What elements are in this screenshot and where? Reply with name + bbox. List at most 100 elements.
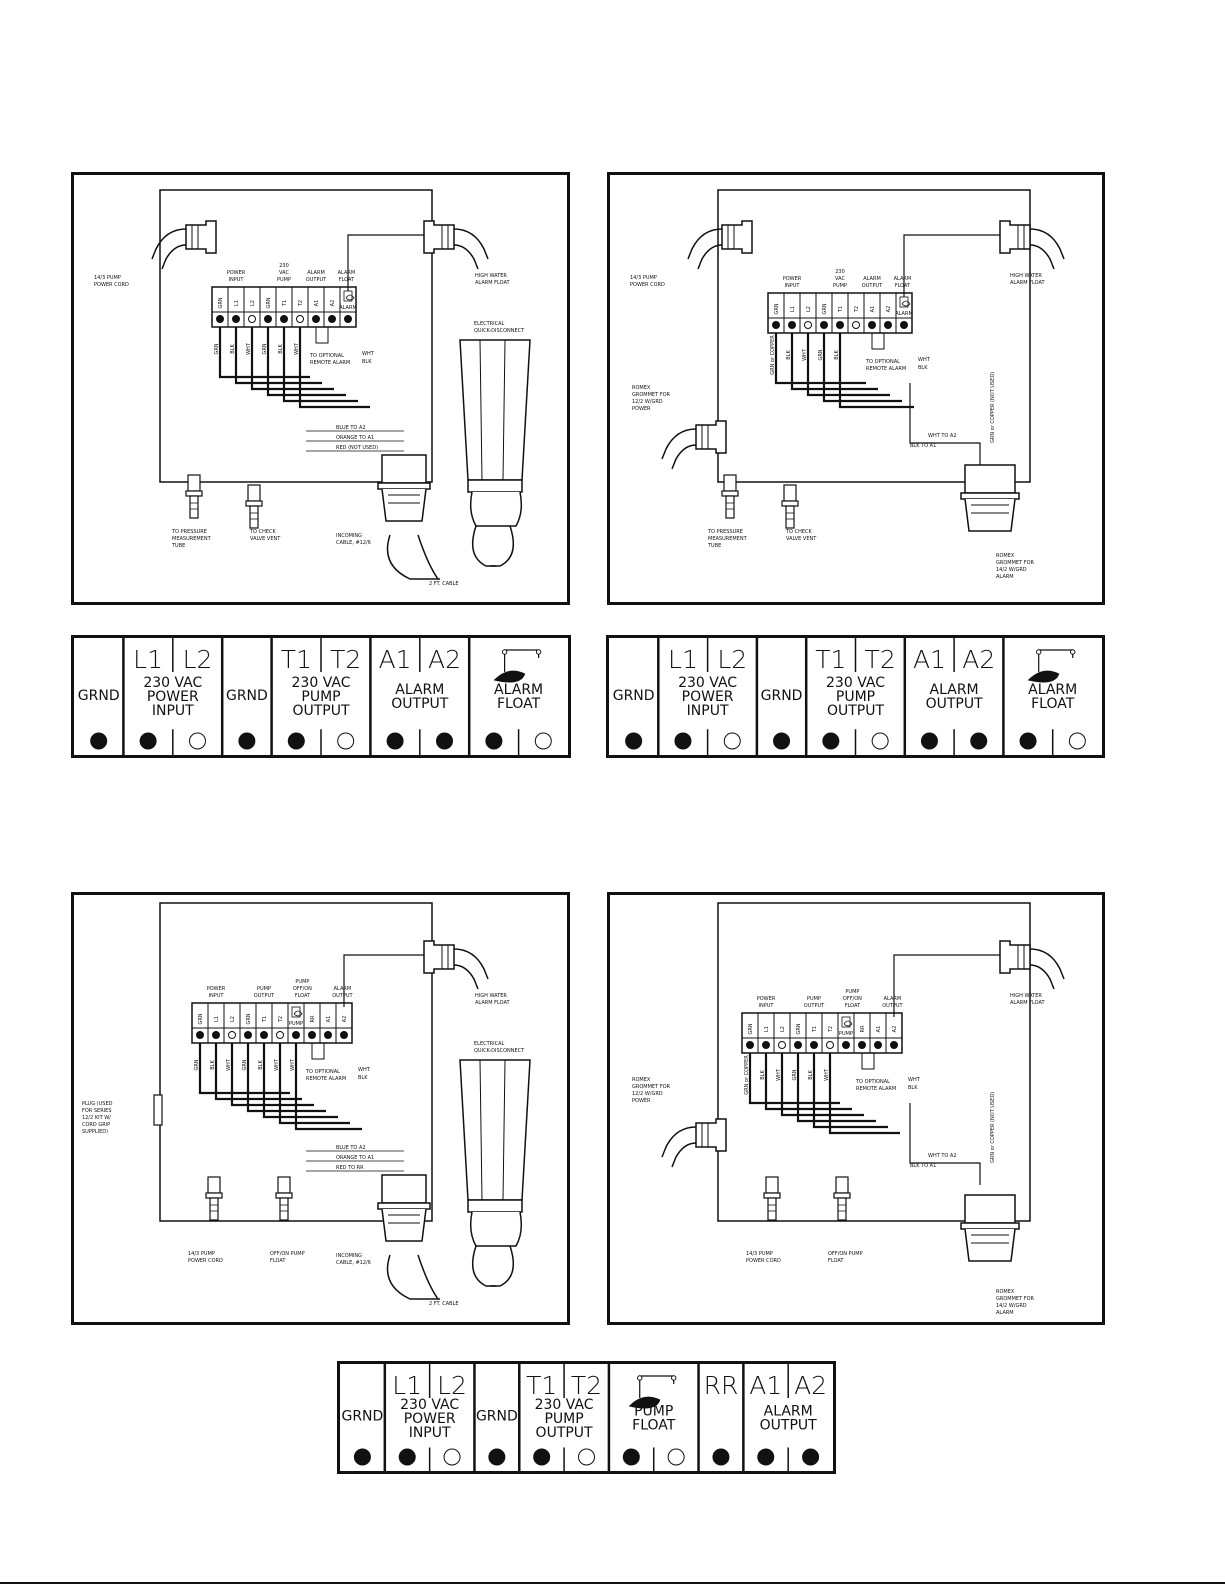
alarm-wire: [909, 1103, 981, 1185]
romex-power-callout: POWER: [632, 406, 651, 412]
wire: [294, 1043, 362, 1131]
terminal-screw-open: [189, 732, 206, 750]
wire-color-label: BLK: [230, 344, 236, 354]
wire-color-label: GRN or COPPER: [744, 1055, 750, 1095]
romex-alarm-callout: GROMMET FOR: [996, 1296, 1035, 1302]
strip-terminal-id-t1: T1: [281, 645, 312, 674]
wire: [230, 1043, 314, 1107]
float-switch-icon: [1036, 649, 1042, 655]
pressure-tube-callout: MEASUREMENT: [172, 536, 212, 542]
incoming-cable-grip: [381, 454, 427, 484]
pump-cord-callout: POWER CORD: [746, 1258, 781, 1264]
terminal-screw-filled: [139, 732, 157, 750]
quick-disconnect: [479, 1059, 483, 1201]
terminal-screw: [820, 321, 828, 329]
terminal-screw: [788, 321, 796, 329]
quick-disconnect: [479, 339, 483, 481]
terminal-screw: [244, 1031, 252, 1039]
romex-alarm-grommet: [964, 464, 1016, 494]
romex-power-grommet: [671, 444, 697, 470]
terminal-group-header: INPUT: [229, 277, 245, 283]
wire: [790, 333, 878, 391]
incoming-cable-grip: [381, 488, 427, 522]
quick-disconnect-callout: QUICK-DISCONNECT: [474, 328, 525, 334]
wire-color-label: BLK: [760, 1070, 766, 1080]
incoming-cable-callout: INCOMING: [336, 533, 362, 539]
terminal-screw: [260, 1031, 268, 1039]
enclosure-outline: [717, 902, 1031, 1222]
terminal-screw-open: [337, 732, 355, 750]
wire: [278, 1043, 350, 1125]
float-switch-icon: [1038, 649, 1074, 672]
terminal-screw: [248, 315, 256, 323]
romex-power-callout: ROMEX: [632, 1077, 651, 1083]
strip-section-label: PUMP: [836, 689, 875, 705]
strip-terminal-id-a1: A1: [913, 645, 946, 674]
quick-disconnect: [490, 525, 515, 567]
incoming-cable-grip: [381, 1174, 427, 1204]
incoming-cable-callout: CABLE, #12/6: [336, 1260, 371, 1266]
page-bottom-rule: [0, 1582, 1225, 1584]
terminal-group-header: ALARM: [884, 996, 902, 1002]
wire: [764, 1053, 852, 1111]
terminal-screw: [794, 1041, 802, 1049]
incoming-cable: [417, 1254, 439, 1300]
terminal-label-t2: T2: [854, 306, 860, 313]
pump-float-grip: [837, 1197, 847, 1221]
terminal-group-header: FLOAT: [895, 283, 911, 289]
terminal-screw-filled: [622, 1448, 640, 1466]
strip-section-label: POWER: [682, 689, 734, 705]
wire-color-label: GRN or COPPER: [770, 335, 776, 375]
pressure-tube-callout: TUBE: [707, 543, 721, 549]
terminal-group-header: FLOAT: [339, 277, 355, 283]
wire: [812, 1053, 888, 1129]
orange-wire-callout: ORANGE TO A1: [336, 435, 374, 441]
terminal-group-header: PUMP: [295, 979, 309, 985]
romex-alarm-callout: ALARM: [996, 574, 1014, 580]
terminal-screw: [858, 1041, 866, 1049]
strip-terminal-id-t1: T1: [815, 645, 846, 674]
remote-alarm-callout: REMOTE ALARM: [310, 360, 350, 366]
alarm-float-callout: HIGH WATER: [1010, 273, 1042, 279]
strip-terminal-id-l1: L1: [133, 645, 163, 674]
terminal-screw: [292, 1031, 300, 1039]
pressure-tube-fitting: [721, 490, 739, 497]
check-valve-callout: VALVE VENT: [786, 536, 817, 542]
float-switch-icon: [493, 670, 526, 683]
terminal-group-header: INPUT: [759, 1003, 775, 1009]
quick-disconnect: [490, 1245, 515, 1287]
terminal-label-a1: A1: [326, 1016, 332, 1023]
alarm-float-callout: ALARM FLOAT: [1010, 280, 1045, 286]
float-switch-label: ALARM: [339, 305, 357, 311]
terminal-group-header: 230: [279, 263, 289, 269]
pump-cord-callout: 14/3 PUMP: [630, 275, 657, 281]
terminal-label-l2: L2: [780, 1026, 786, 1032]
terminal-label-a1: A1: [314, 300, 320, 307]
terminal-label-l1: L1: [764, 1026, 770, 1032]
pump-cord-callout: POWER CORD: [630, 282, 665, 288]
terminal-group-header: VAC: [835, 276, 845, 282]
pressure-tube-fitting: [185, 490, 203, 497]
terminal-screw-open: [871, 732, 889, 750]
alarm-float-cord-grip: [999, 940, 1031, 974]
alarm-output-wire: [311, 1043, 325, 1060]
strip-section-label: INPUT: [409, 1425, 451, 1441]
check-valve-fitting: [247, 484, 261, 502]
strip-section-label: PUMP: [301, 689, 340, 705]
terminal-group-header: PUMP: [833, 283, 847, 289]
float-blk-label: BLK: [362, 359, 372, 365]
remote-alarm-callout: TO OPTIONAL: [855, 1079, 890, 1085]
terminal-screw-open: [534, 732, 552, 750]
wire: [780, 1053, 864, 1117]
wire: [796, 1053, 876, 1123]
terminal-group-header: PUMP: [807, 996, 821, 1002]
alarm-float-callout: ALARM FLOAT: [475, 1000, 510, 1006]
terminal-group-header: FLOAT: [845, 1003, 861, 1009]
terminal-screw: [890, 1041, 898, 1049]
check-valve-callout: TO CHECK: [785, 529, 812, 535]
romex-alarm-grommet: [964, 498, 1016, 532]
alarm-float-callout: ALARM FLOAT: [475, 280, 510, 286]
terminal-group-header: OUTPUT: [882, 1003, 903, 1009]
strip-section-label: GRND: [78, 688, 120, 704]
